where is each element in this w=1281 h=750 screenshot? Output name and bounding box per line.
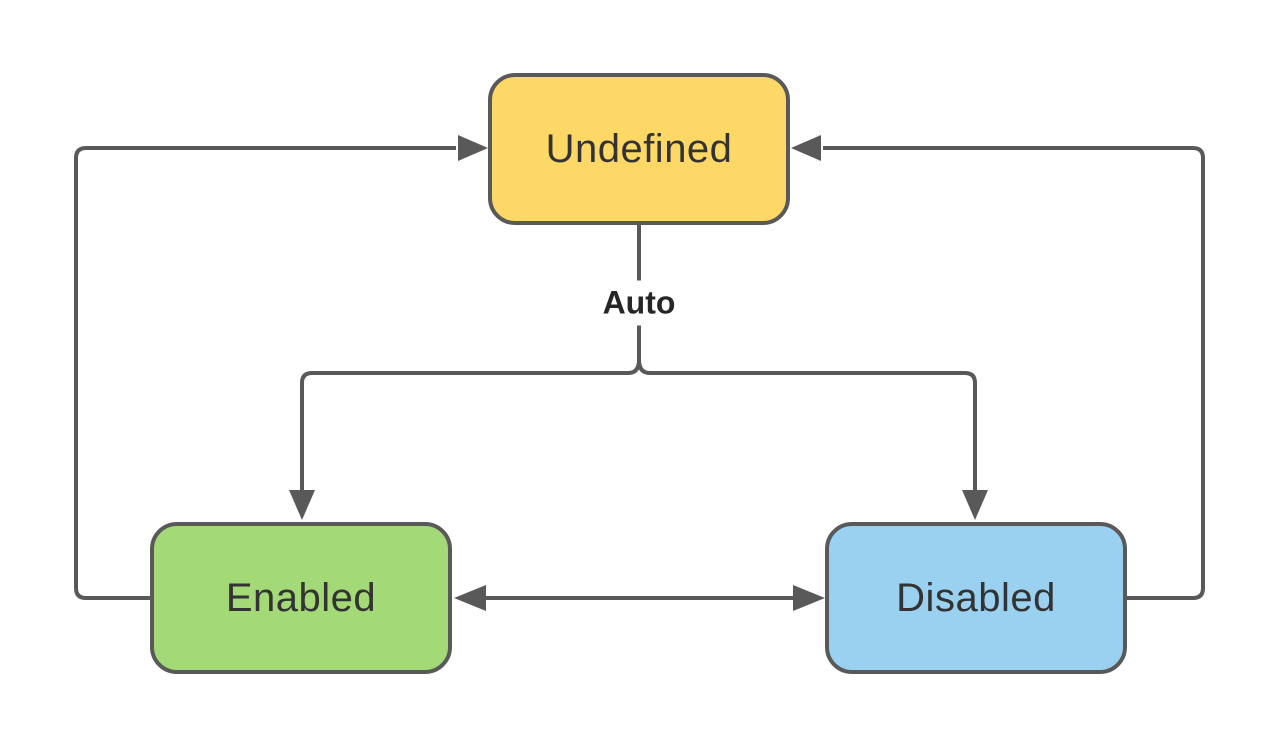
- node-enabled-label: Enabled: [225, 576, 377, 620]
- arrowhead-into-undefined-right: [791, 135, 821, 161]
- node-enabled: Enabled: [150, 522, 452, 674]
- arrowhead-into-disabled-left: [793, 585, 825, 611]
- edge-undefined-to-disabled: [637, 352, 977, 492]
- node-disabled-label: Disabled: [896, 576, 1056, 620]
- node-disabled: Disabled: [825, 522, 1127, 674]
- node-undefined: Undefined: [488, 73, 790, 225]
- edge-undefined-to-enabled: [300, 352, 641, 492]
- arrowhead-into-undefined-left: [458, 135, 488, 161]
- node-undefined-label: Undefined: [545, 127, 733, 171]
- edge-disabled-to-undefined: [823, 146, 1205, 600]
- arrowhead-into-disabled-top: [962, 490, 988, 520]
- arrowhead-into-enabled-top: [289, 490, 315, 520]
- edge-enabled-to-undefined: [74, 146, 456, 600]
- edge-label-auto: Auto: [592, 280, 686, 326]
- arrowhead-into-enabled-right: [454, 585, 486, 611]
